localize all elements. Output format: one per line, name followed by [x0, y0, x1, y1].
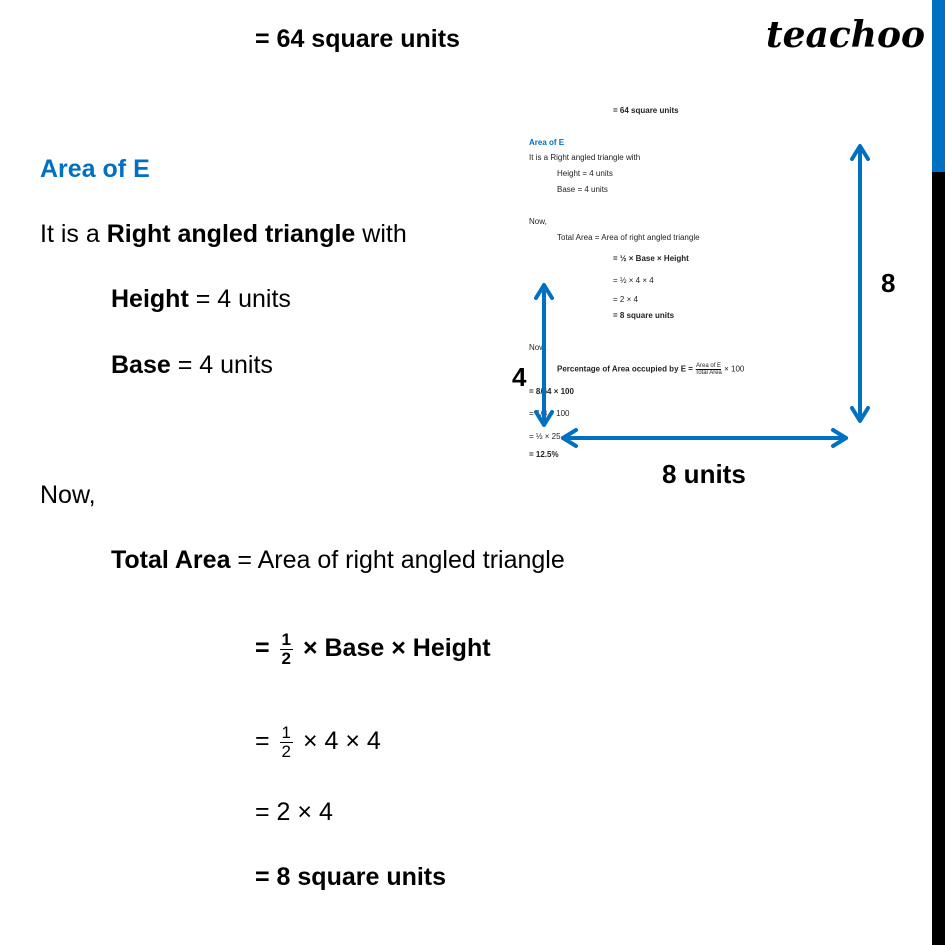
- height-line: Height = 4 units: [111, 284, 291, 314]
- height-dimension-label: 4: [512, 362, 527, 392]
- thumb-p1: = 8/64 × 100: [529, 387, 574, 396]
- thumb-heading: Area of E: [529, 138, 565, 147]
- now-line: Now,: [40, 481, 96, 509]
- horizontal-arrow-8-units: [561, 428, 848, 448]
- vertical-arrow-8: [850, 144, 870, 423]
- numerator: 1: [279, 630, 294, 650]
- thumb-height: Height = 4 units: [557, 169, 613, 178]
- thumb-p2: = 1/8 × 100: [529, 409, 570, 418]
- height-label: Height: [111, 285, 189, 313]
- scrollbar-thumb[interactable]: [932, 0, 945, 172]
- section-heading: Area of E: [40, 155, 150, 183]
- thumb-prev-result: = 64 square units: [613, 106, 679, 115]
- thumb-total: Total Area = Area of right angled triang…: [557, 233, 700, 242]
- thumb-now: Now,: [529, 217, 547, 226]
- thumb-percentage: Percentage of Area occupied by E = Area …: [557, 363, 744, 376]
- vertical-arrow-4: [534, 283, 554, 427]
- denominator: 2: [281, 649, 292, 668]
- step3-line: = 2 × 4: [255, 798, 333, 826]
- thumb-pct-label: Percentage of Area occupied by E =: [557, 364, 696, 374]
- intro-post: with: [355, 220, 407, 248]
- intro-line: It is a Right angled triangle with: [40, 219, 407, 249]
- numerator: 1: [279, 723, 294, 743]
- step4-line: = 8 square units: [255, 863, 447, 891]
- previous-result: = 64 square units: [255, 25, 460, 53]
- thumb-intro: It is a Right angled triangle with: [529, 153, 641, 162]
- thumb-pct-rest: × 100: [721, 364, 745, 374]
- base-value: = 4 units: [170, 351, 273, 379]
- thumb-step4: = 8 square units: [613, 311, 675, 320]
- total-value: = Area of right angled triangle: [230, 546, 565, 574]
- side-dimension-label: 8: [881, 268, 896, 298]
- thumb-base: Base = 4 units: [557, 185, 608, 194]
- equals: =: [255, 634, 277, 663]
- scrollbar-track[interactable]: [932, 172, 945, 945]
- thumb-step1: = ½ × Base × Height: [613, 254, 689, 263]
- step2-rest: × 4 × 4: [296, 727, 381, 756]
- step1-rest: × Base × Height: [296, 634, 491, 663]
- height-value: = 4 units: [188, 285, 291, 313]
- denominator: 2: [281, 742, 292, 761]
- base-line: Base = 4 units: [111, 350, 273, 380]
- total-label: Total Area: [111, 546, 231, 574]
- thumb-p4: = 12.5%: [529, 450, 559, 459]
- numerator: Area of E: [696, 363, 722, 370]
- thumb-step2: = ½ × 4 × 4: [613, 276, 654, 285]
- thumb-step3: = 2 × 4: [613, 295, 638, 304]
- base-label: Base: [111, 351, 171, 379]
- equals: =: [255, 727, 277, 756]
- teachoo-logo: teachoo: [766, 14, 925, 56]
- total-area-line: Total Area = Area of right angled triang…: [111, 545, 565, 575]
- denominator: Total Area: [695, 370, 722, 376]
- base-dimension-label: 8 units: [662, 459, 746, 489]
- thumb-now2: Now,: [529, 343, 547, 352]
- intro-pre: It is a: [40, 220, 107, 248]
- thumb-p3: = ½ × 25: [529, 432, 561, 441]
- intro-bold: Right angled triangle: [106, 220, 356, 248]
